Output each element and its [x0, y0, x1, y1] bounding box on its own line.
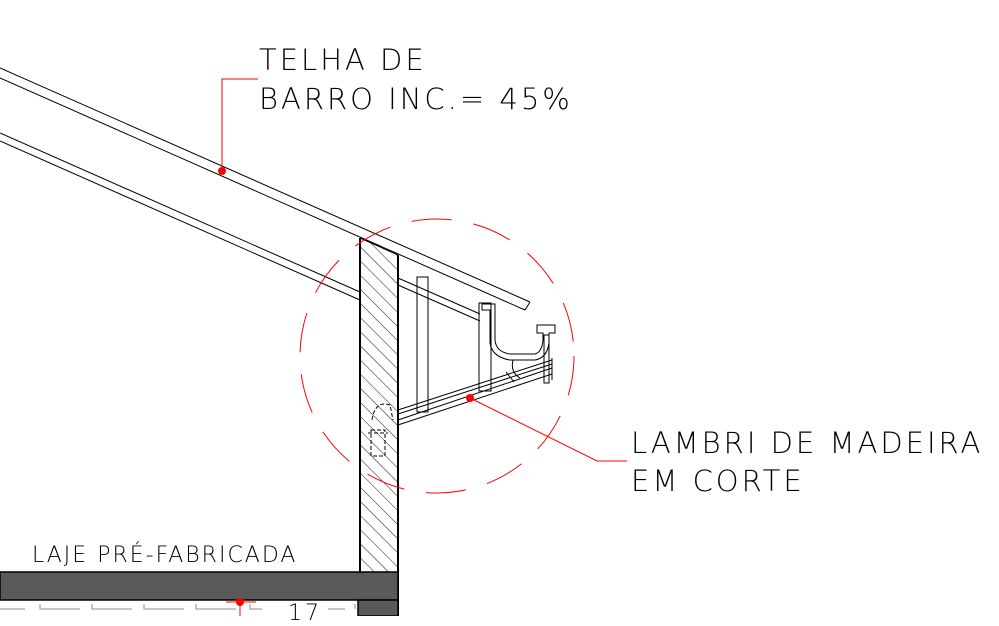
- leader-roof-tile: [221, 78, 258, 171]
- roof-tile-label-line1: TELHA DE: [259, 43, 427, 77]
- roof-tile: [0, 67, 531, 311]
- soffit-label-line2: EM CORTE: [631, 464, 805, 498]
- roof-tile-label-line2: BARRO INC.= 45%: [259, 82, 573, 116]
- slab-label: LAJE PRÉ-FABRICADA: [32, 543, 298, 568]
- soffit-label-line1: LAMBRI DE MADEIRA: [631, 426, 984, 460]
- soffit-framing: [397, 276, 553, 426]
- leader-soffit: [469, 397, 627, 462]
- precast-slab: [0, 571, 399, 616]
- wall-anchor: [368, 403, 394, 457]
- ceiling-hidden-lines: [0, 604, 356, 610]
- gutter: [481, 303, 556, 383]
- detail-circle: [299, 218, 575, 494]
- rafter: [0, 132, 481, 322]
- partial-dimension: 17: [288, 601, 322, 626]
- masonry-wall: [359, 237, 399, 616]
